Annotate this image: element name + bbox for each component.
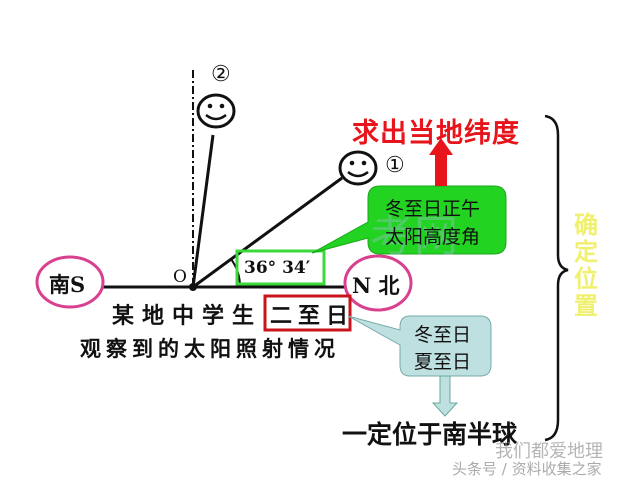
origin-dot	[189, 283, 197, 291]
angle-value: 36° 34′	[244, 258, 311, 278]
smiley-sun-2-icon	[196, 93, 236, 129]
caption-highlight: 二至日	[270, 303, 355, 329]
watermark-center: 考网	[370, 211, 458, 262]
brace-icon	[544, 114, 569, 442]
angle-box	[235, 249, 326, 286]
caption-line2: 观察到的太阳照射情况	[80, 336, 340, 361]
brace-label: 确定位置	[574, 211, 598, 320]
sun-ray-1	[192, 176, 343, 289]
page-title: 求出当地纬度	[352, 118, 520, 149]
solstice-box	[263, 294, 352, 332]
conclusion: 一定位于南半球	[342, 420, 518, 449]
green-callout-shape	[311, 185, 507, 255]
south-label: 南S	[49, 272, 86, 297]
blue-callout-shape	[347, 315, 492, 377]
sun-ray-2	[191, 134, 215, 288]
green-callout-line2: 太阳高度角	[385, 226, 481, 248]
green-callout-line1: 冬至日正午	[385, 198, 481, 220]
north-label: N 北	[352, 273, 400, 298]
north-circle	[343, 254, 413, 312]
watermark-line2: 头条号 / 资料收集之家	[452, 460, 602, 478]
sun-position-2-label: ②	[211, 62, 231, 87]
sun-position-1-label: ①	[385, 153, 405, 178]
blue-callout-line1: 冬至日	[414, 324, 472, 346]
watermark-line1: 我们都爱地理	[495, 441, 603, 462]
up-arrow-icon	[429, 138, 453, 186]
smiley-sun-1-icon	[338, 150, 378, 186]
origin-label: O	[173, 267, 187, 287]
down-arrow-icon	[431, 375, 459, 417]
blue-callout-line2: 夏至日	[414, 351, 472, 373]
caption-line1-prefix: 某地中学生	[112, 303, 263, 329]
south-circle	[35, 255, 105, 309]
